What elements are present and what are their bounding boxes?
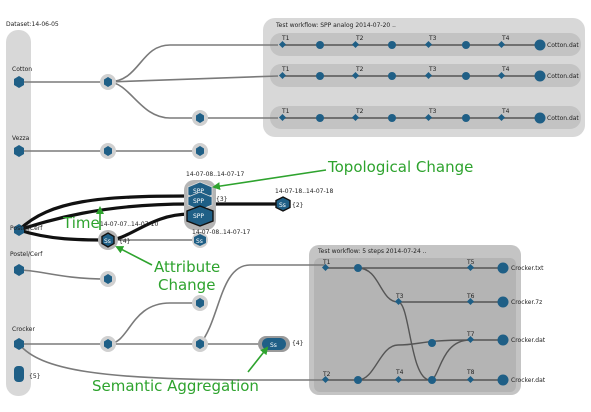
edges-dataset	[18, 44, 326, 381]
wt-r2-t1: T1	[281, 66, 290, 73]
ss-crocker-node[interactable]: Ss	[258, 336, 290, 352]
node-crocker-2[interactable]	[196, 298, 204, 308]
wt-r1-t1: T1	[281, 35, 290, 42]
wt-r2-t4: T4	[501, 66, 510, 73]
node-postel-2[interactable]	[104, 274, 112, 284]
annotation-time: Time	[62, 214, 100, 232]
wb-t6: T6	[466, 293, 475, 300]
dataset-aggregate-node[interactable]	[14, 366, 24, 382]
workflow-bottom-inner	[314, 258, 516, 392]
dataset-label-postel-1: Postel/Cerf	[10, 225, 43, 232]
spp-dates: 14-07-08..14-07-17	[186, 171, 244, 178]
arrow-attribute	[115, 246, 153, 266]
wt-r3-t3: T3	[428, 108, 437, 115]
wt-r3-t2: T2	[355, 108, 364, 115]
node-crocker-3[interactable]	[196, 339, 204, 349]
dataset-label-crocker: Crocker	[12, 326, 35, 333]
ss-top-dates: 14-07-18..14-07-18	[275, 188, 333, 195]
workflow-top-row-3	[278, 112, 546, 124]
wt-r2-t3: T3	[428, 66, 437, 73]
workflow-top-output-2: Cotton.dat	[547, 73, 579, 80]
workflow-bottom-title: Test workflow: 5 steps 2014-07-24 ..	[317, 248, 427, 255]
dataset-label-vezza: Vezza	[12, 135, 30, 142]
ss-crocker-count: {4}	[292, 340, 304, 347]
arrow-semantic	[247, 346, 269, 373]
wt-r1-t3: T3	[428, 35, 437, 42]
node-vezza-2[interactable]	[196, 146, 204, 156]
workflow-top-row-2	[278, 70, 546, 82]
workflow-bottom-output-1: Crocker.txt	[511, 265, 544, 272]
edges-workflow-top	[282, 44, 540, 119]
annotation-arrows	[96, 169, 327, 373]
workflow-bottom-output-2: Crocker.7z	[511, 299, 542, 306]
workflow-top-output-1: Cotton.dat	[547, 42, 579, 49]
wb-t7: T7	[466, 331, 475, 338]
dataset-node-vezza[interactable]	[14, 145, 24, 157]
workflow-bottom-nodes	[321, 262, 509, 386]
ss-top-label: Ss	[279, 202, 286, 209]
annotation-semantic: Semantic Aggregation	[92, 377, 259, 395]
wt-r3-t4: T4	[501, 108, 510, 115]
spp-label-1: SPP	[193, 188, 204, 195]
wb-t3: T3	[395, 293, 404, 300]
annotation-topological: Topological Change	[327, 158, 473, 176]
ss-mid-dates: 14-07-08..14-07-17	[192, 229, 250, 236]
wt-r2-t2: T2	[355, 66, 364, 73]
workflow-bottom-step-labels: T1 T2 T3 T4 T5 T6 T7 T8	[322, 259, 475, 378]
wb-t4: T4	[395, 369, 404, 376]
workflow-bottom-output-3: Crocker.dat	[511, 337, 546, 344]
node-cotton-3[interactable]	[196, 113, 204, 123]
spp-aggregate-node[interactable]: SPP SPP SPP	[184, 180, 216, 230]
dataset-nodes	[14, 76, 24, 350]
spp-label-3: SPP	[193, 213, 204, 220]
dataset-node-postel-1[interactable]	[14, 224, 24, 236]
node-cotton-split[interactable]	[104, 77, 112, 87]
ss-top-node[interactable]: Ss	[275, 196, 291, 212]
workflow-top-nodes	[278, 39, 546, 124]
annotation-attribute-2: Change	[158, 276, 215, 294]
workflow-top-output-3: Cotton.dat	[547, 115, 579, 122]
arrow-topological	[212, 169, 327, 191]
dataset-node-postel-2[interactable]	[14, 264, 24, 276]
wb-t2: T2	[322, 371, 331, 378]
spp-count: {3}	[216, 196, 228, 203]
wb-t5: T5	[466, 259, 475, 266]
dataset-node-crocker[interactable]	[14, 338, 24, 350]
workflow-bottom-output-4: Crocker.dat	[511, 377, 546, 384]
workflow-top-title: Test workflow: SPP analog 2014-07-20 ..	[275, 22, 396, 29]
ss-crocker-label: Ss	[270, 342, 277, 349]
intermediate-nodes	[100, 74, 208, 352]
ss-left-count: {4}	[119, 238, 131, 245]
ss-mid-label: Ss	[196, 238, 203, 245]
dataset-column	[6, 30, 31, 396]
dataset-node-cotton[interactable]	[14, 76, 24, 88]
annotation-attribute-1: Attribute	[154, 258, 220, 276]
wt-r3-t1: T1	[281, 108, 290, 115]
node-crocker-1[interactable]	[104, 339, 112, 349]
spp-label-2: SPP	[193, 198, 204, 205]
ss-left-label: Ss	[104, 238, 111, 245]
dataset-aggregate-badge: {5}	[29, 373, 41, 380]
ss-top-count: {2}	[292, 202, 304, 209]
ss-mid-node[interactable]: Ss	[192, 232, 208, 248]
node-vezza-1[interactable]	[104, 146, 112, 156]
dataset-label-postel-2: Postel/Cerf	[10, 251, 43, 258]
wt-r1-t2: T2	[355, 35, 364, 42]
ss-left-node[interactable]: Ss	[98, 230, 118, 250]
wb-t1: T1	[322, 259, 331, 266]
wb-t8: T8	[466, 369, 475, 376]
wt-r1-t4: T4	[501, 35, 510, 42]
dataset-title: Dataset:14-06-05	[6, 21, 59, 28]
ss-left-dates: 14-07-07..14-07-10	[100, 221, 158, 228]
workflow-top-row-1	[278, 39, 546, 51]
workflow-top-step-labels: T1 T2 T3 T4 T1 T2 T3 T4 T1 T2 T3 T4	[281, 35, 510, 115]
dataset-label-cotton: Cotton	[12, 66, 32, 73]
